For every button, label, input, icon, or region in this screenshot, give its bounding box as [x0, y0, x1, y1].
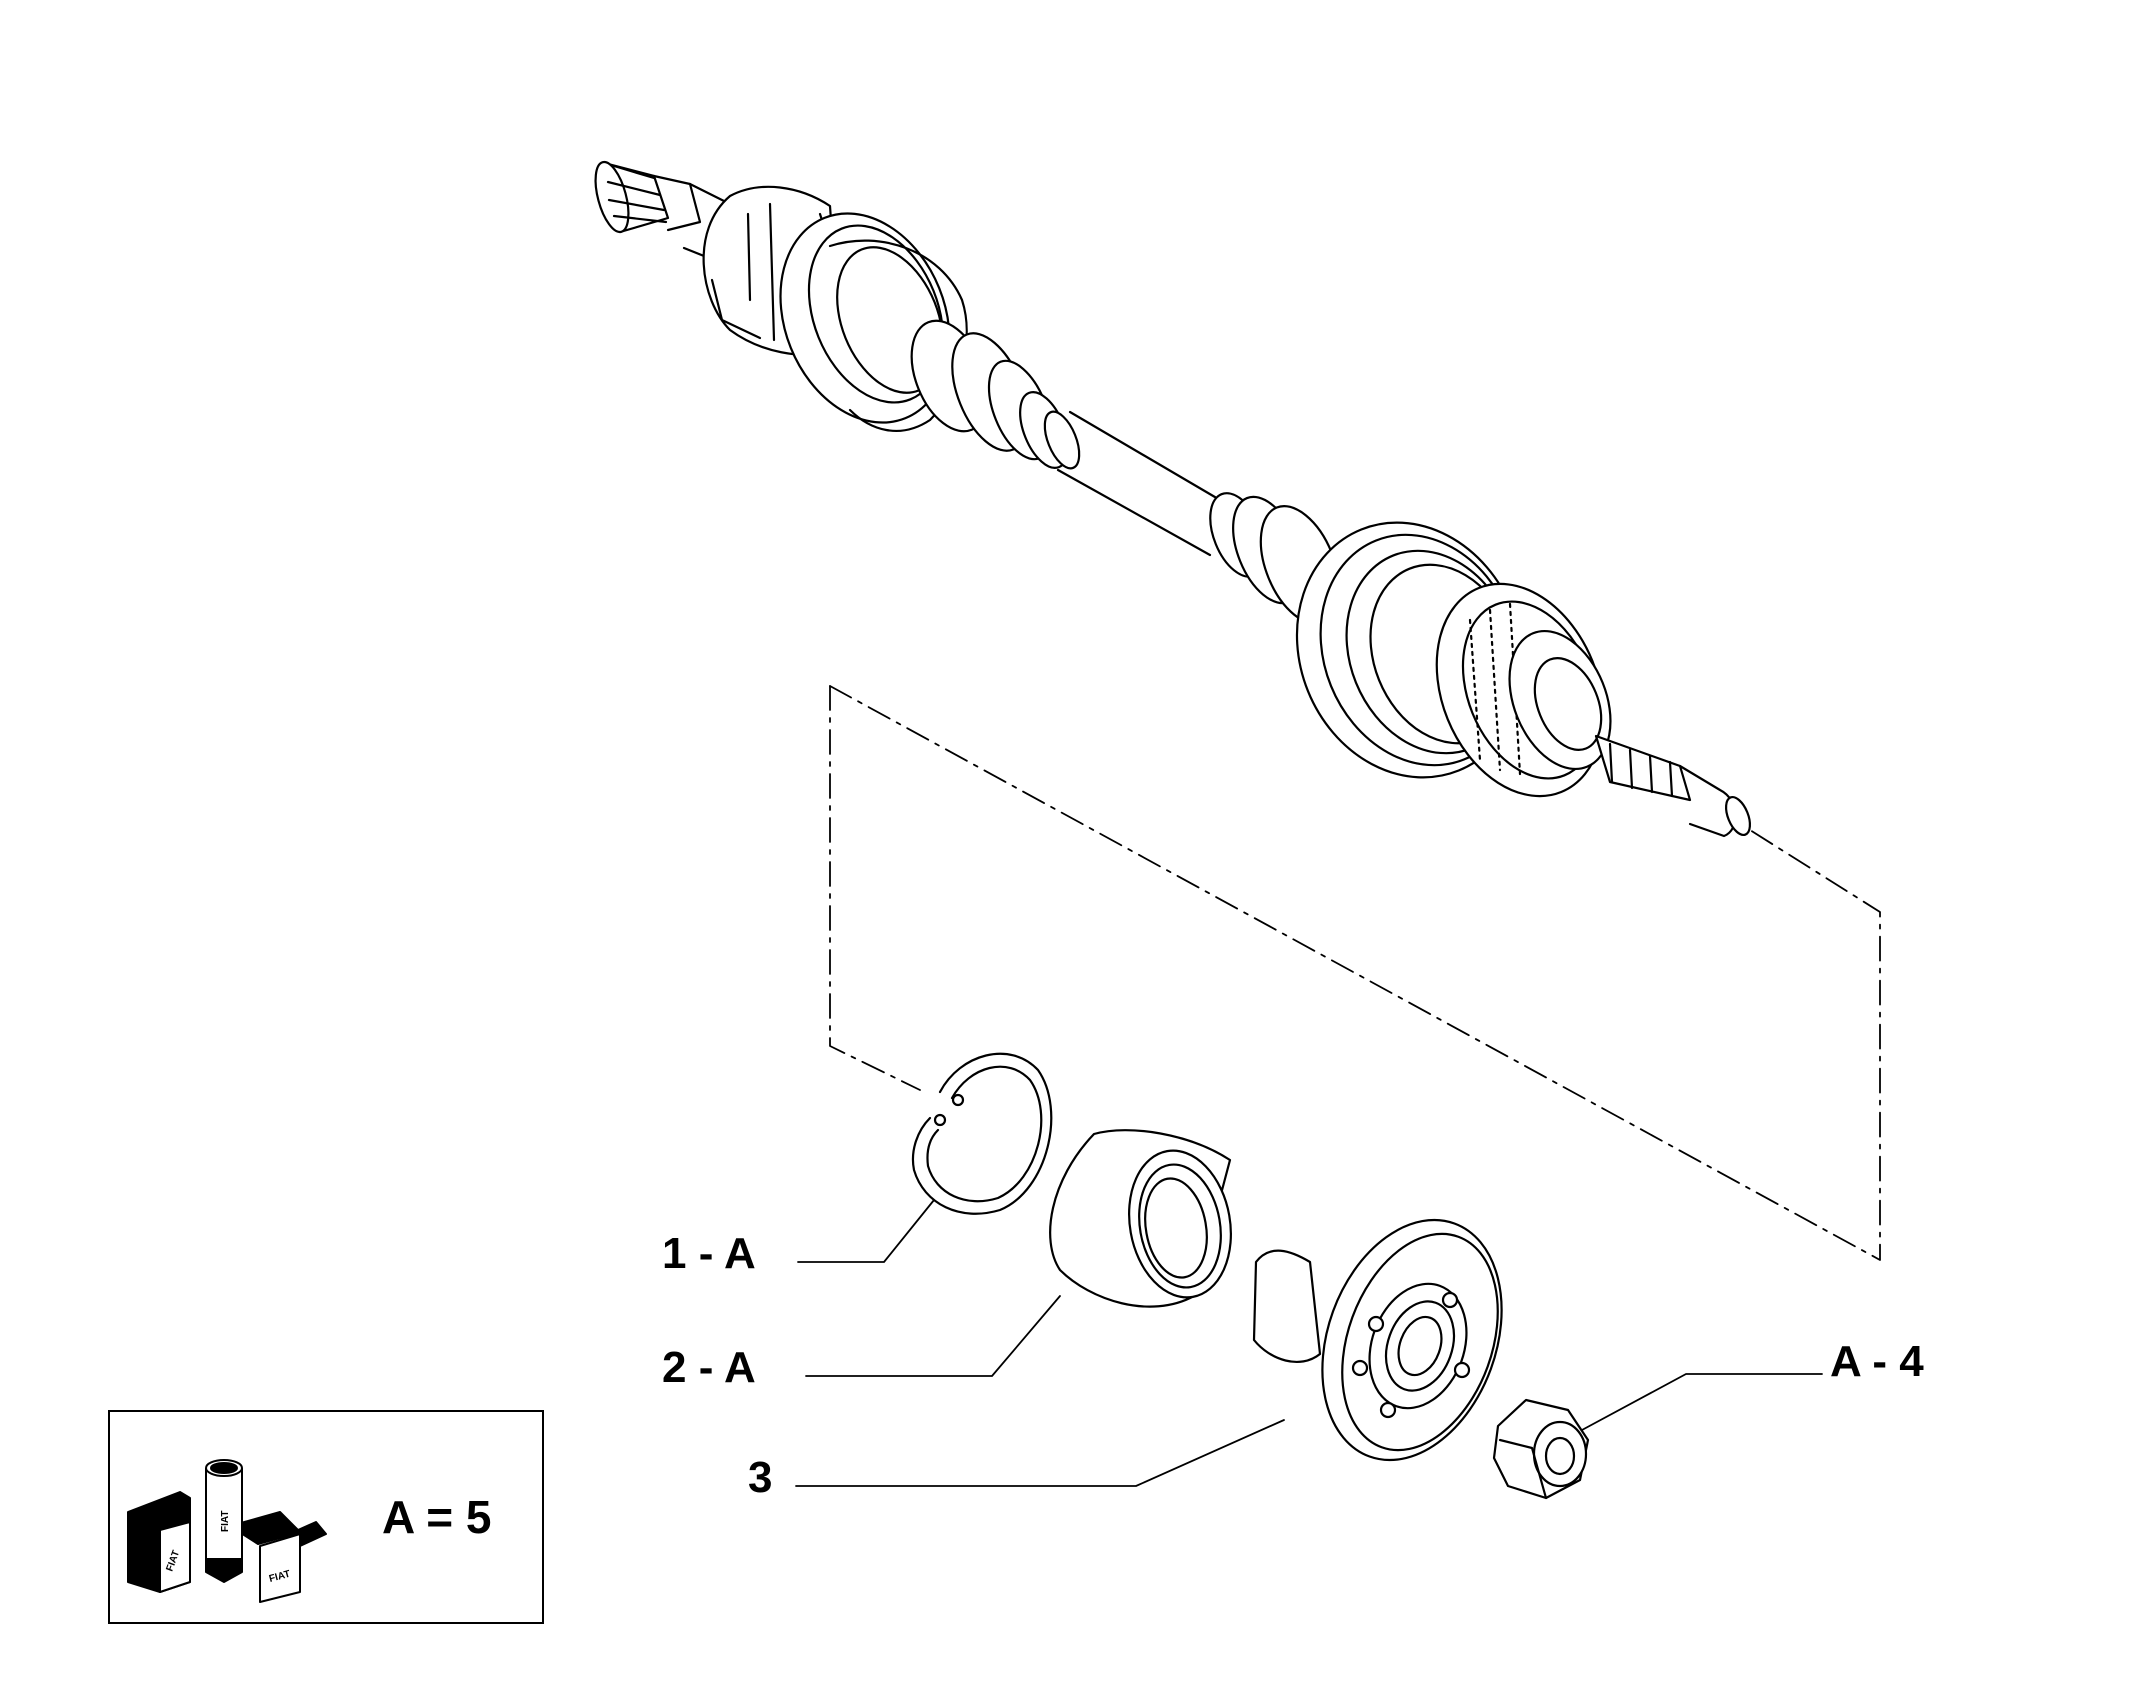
- fiat-adhesive-logo-icon: FIAT FIAT FIAT: [127, 1459, 327, 1603]
- outer-joint: [1435, 582, 1612, 798]
- legend-box: FIAT FIAT FIAT A = 5: [108, 1410, 544, 1624]
- callout-nut: A - 4: [1830, 1337, 1924, 1386]
- shaft-bar: [1056, 410, 1222, 557]
- wheel-bearing-part: [1049, 1129, 1232, 1308]
- legend-text: A = 5: [382, 1491, 492, 1543]
- callout-ring: 1 - A: [662, 1229, 756, 1278]
- drive-shaft: [594, 160, 1752, 838]
- logo-text-tube: FIAT: [220, 1511, 231, 1532]
- wheel-hub-part: [1252, 1218, 1503, 1462]
- inner-boot: [779, 212, 1081, 470]
- callout-bearing: 2 - A: [662, 1343, 756, 1392]
- hub-nut-part: [1492, 1398, 1590, 1500]
- assembly-centerlines: [829, 685, 1881, 1261]
- leader-lines: [795, 1199, 1823, 1487]
- snap-ring-part: [911, 1052, 1053, 1215]
- logo-text-right: FIAT: [268, 1569, 292, 1585]
- callout-hub: 3: [748, 1453, 773, 1502]
- outer-spline-end: [1594, 734, 1752, 838]
